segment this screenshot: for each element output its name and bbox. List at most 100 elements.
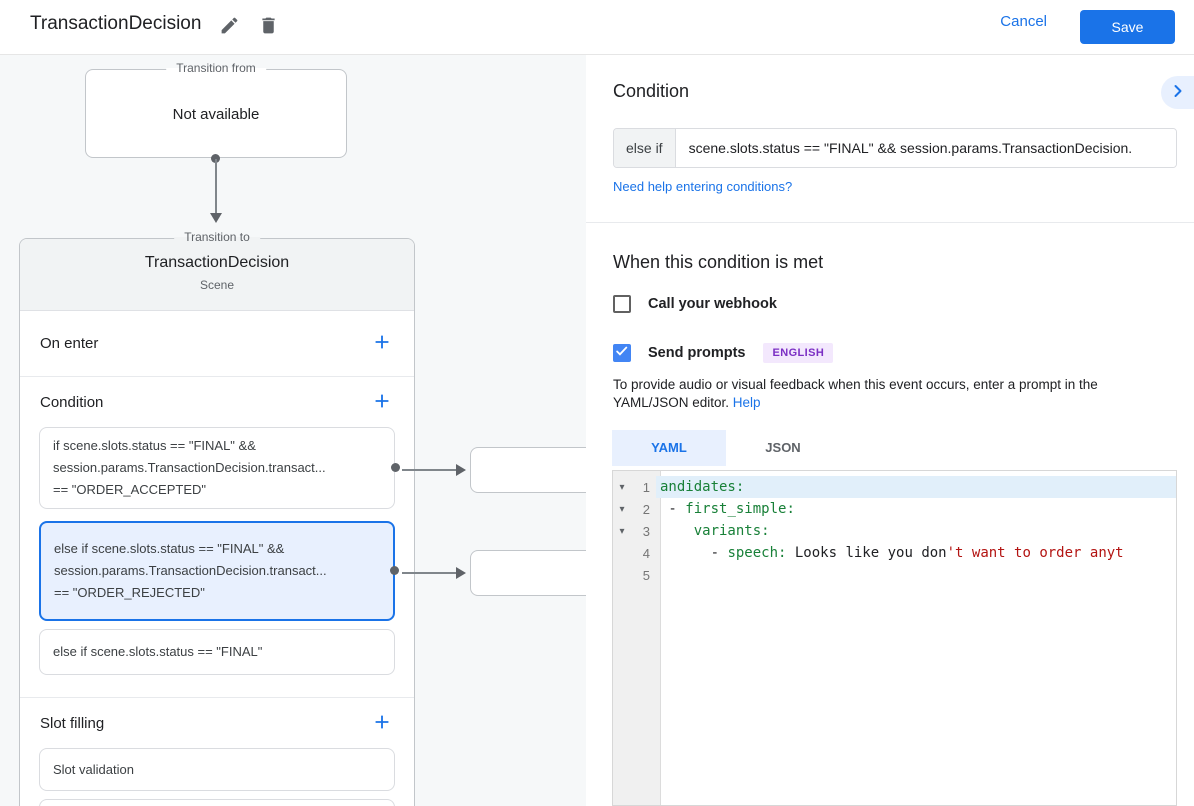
fold-toggle-icon[interactable]: ▾ (619, 481, 625, 493)
condition-item-order-accepted[interactable]: if scene.slots.status == "FINAL" && sess… (39, 427, 400, 509)
collapse-panel-button[interactable] (1161, 76, 1194, 109)
tab-yaml[interactable]: YAML (612, 430, 726, 466)
line-number: 4 (642, 545, 650, 561)
slot-validation-item[interactable]: Slot validation (39, 748, 395, 791)
transition-target-box[interactable] (470, 550, 586, 596)
plus-icon (371, 711, 393, 736)
arrow-right-icon (456, 567, 466, 579)
plus-icon (371, 331, 393, 356)
send-prompts-checkbox[interactable] (613, 344, 631, 362)
condition-text-line: session.params.TransactionDecision.trans… (54, 563, 327, 578)
code-line: ▾ 2 - first_simple: (613, 498, 1176, 520)
transition-to-legend: Transition to (174, 230, 260, 244)
editor-tabs: YAML JSON (612, 430, 840, 466)
delete-scene-button[interactable] (255, 14, 281, 40)
condition-help-link[interactable]: Need help entering conditions? (613, 179, 793, 194)
code-token: andidates: (660, 479, 745, 495)
code-token: first_simple: (685, 501, 795, 517)
connector-line (402, 572, 458, 574)
transition-from-legend: Transition from (166, 61, 266, 75)
condition-text-line: == "ORDER_REJECTED" (54, 585, 205, 600)
webhook-row: Call your webhook (613, 295, 777, 313)
code-line: 4 - speech: Looks like you don't want to… (613, 542, 1176, 564)
arrow-right-icon (456, 464, 466, 476)
prompt-description-text: To provide audio or visual feedback when… (613, 377, 1098, 410)
transition-target-box[interactable] (470, 447, 586, 493)
code-text: andidates: (656, 476, 1176, 498)
connector-dot (391, 463, 400, 472)
add-on-enter-button[interactable] (370, 332, 394, 356)
trash-icon (258, 17, 279, 39)
code-text: variants: (656, 520, 1176, 542)
checkmark-icon (614, 343, 630, 364)
condition-section: Condition if scene.slots.status == "FINA… (20, 377, 414, 697)
plus-icon (371, 390, 393, 415)
line-number: 5 (642, 567, 650, 583)
call-webhook-label: Call your webhook (648, 296, 777, 312)
top-bar: TransactionDecision Cancel Save (0, 0, 1194, 55)
line-number: 2 (642, 501, 650, 517)
condition-text-line: if scene.slots.status == "FINAL" && (53, 438, 256, 453)
on-enter-label: On enter (40, 335, 99, 352)
save-button[interactable]: Save (1080, 10, 1175, 44)
code-token: speech: (727, 545, 787, 561)
chevron-right-icon (1168, 81, 1188, 104)
code-text: - speech: Looks like you don't want to o… (656, 542, 1176, 564)
condition-expression-row: else if (613, 128, 1177, 168)
page-title: TransactionDecision (30, 13, 202, 34)
condition-text-line: session.params.TransactionDecision.trans… (53, 460, 326, 475)
editor-lines: ▾ 1 andidates: ▾ 2 - first_simple: ▾ 3 v… (613, 476, 1176, 586)
code-token: - (660, 501, 686, 517)
connector-dot (390, 566, 399, 575)
slot-filling-label: Slot filling (40, 714, 105, 732)
code-line: ▾ 1 andidates: (613, 476, 1176, 498)
fold-toggle-icon[interactable]: ▾ (619, 503, 625, 515)
send-prompts-label: Send prompts (648, 345, 746, 361)
condition-text-line: == "ORDER_ACCEPTED" (53, 482, 206, 497)
panel-title: Condition (613, 81, 690, 101)
yaml-code-editor[interactable]: ▾ 1 andidates: ▾ 2 - first_simple: ▾ 3 v… (612, 470, 1177, 806)
partial-card (39, 799, 395, 806)
section-divider (20, 697, 414, 698)
condition-item-final[interactable]: else if scene.slots.status == "FINAL" (39, 629, 395, 675)
connector-dot (211, 154, 220, 163)
cancel-button[interactable]: Cancel (1000, 13, 1047, 30)
code-token: variants: (693, 523, 770, 539)
condition-prefix-label: else if (614, 129, 676, 167)
call-webhook-checkbox[interactable] (613, 295, 631, 313)
pencil-icon (219, 17, 240, 39)
condition-text-line: else if scene.slots.status == "FINAL" && (54, 541, 285, 556)
scene-graph-canvas: Transition from Not available Transition… (0, 55, 586, 806)
connector-line (215, 159, 217, 215)
arrow-down-icon (210, 213, 222, 223)
code-token: - (660, 545, 728, 561)
code-text: - first_simple: (656, 498, 1176, 520)
edit-title-button[interactable] (216, 14, 242, 40)
code-token: Looks like you don (786, 545, 947, 561)
scene-card: Transition to TransactionDecision Scene … (19, 230, 415, 806)
condition-item-order-rejected-selected[interactable]: else if scene.slots.status == "FINAL" &&… (39, 521, 399, 621)
add-slot-button[interactable] (370, 711, 394, 735)
condition-text-line: else if scene.slots.status == "FINAL" (53, 644, 263, 659)
scene-card-title: TransactionDecision (144, 254, 290, 271)
code-text (656, 564, 1176, 586)
code-token (660, 523, 694, 539)
tab-json[interactable]: JSON (765, 440, 801, 455)
line-number: 3 (642, 523, 650, 539)
transition-from-box: Transition from Not available (85, 61, 347, 158)
fold-toggle-icon[interactable]: ▾ (619, 525, 625, 537)
on-enter-row[interactable]: On enter (20, 311, 414, 377)
language-badge: ENGLISH (763, 343, 834, 363)
send-prompts-row: Send prompts ENGLISH (613, 343, 834, 363)
line-number: 1 (642, 479, 650, 495)
when-condition-met-title: When this condition is met (613, 252, 824, 272)
prompt-description: To provide audio or visual feedback when… (613, 376, 1173, 412)
code-line: 5 (613, 564, 1176, 586)
transition-from-text: Not available (172, 106, 260, 123)
condition-expression-input[interactable] (675, 129, 1176, 167)
code-line: ▾ 3 variants: (613, 520, 1176, 542)
add-condition-button[interactable] (370, 390, 394, 414)
connector-line (402, 469, 458, 471)
help-link[interactable]: Help (732, 395, 761, 410)
scene-card-type: Scene (199, 278, 235, 292)
